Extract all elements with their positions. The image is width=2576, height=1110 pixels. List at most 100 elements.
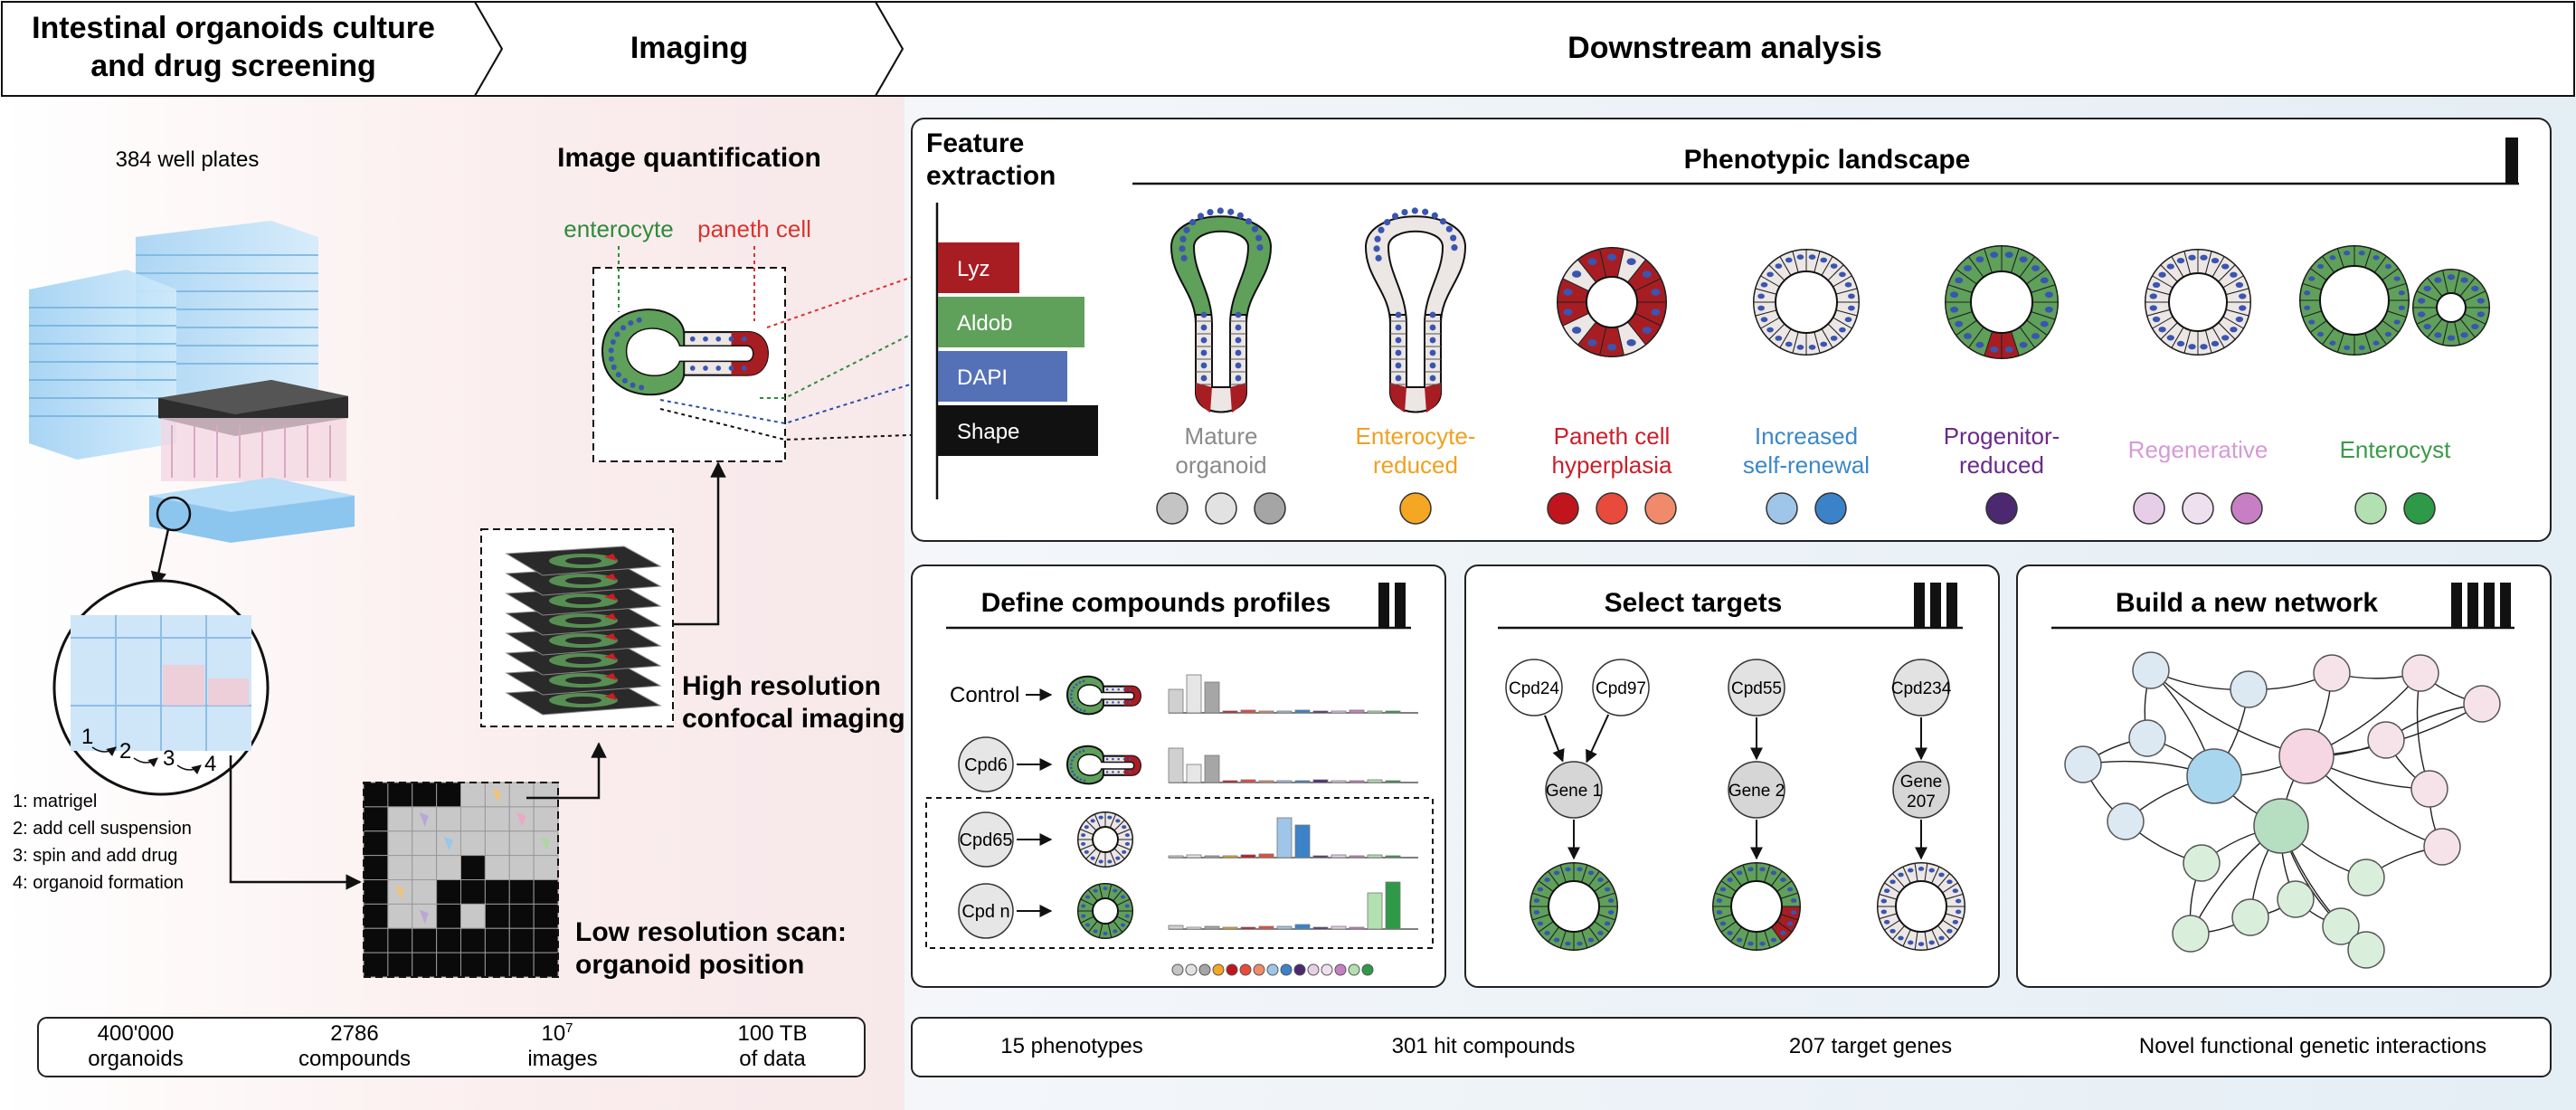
profile-legend-dot — [1361, 963, 1374, 976]
network-node — [2347, 859, 2385, 897]
scan-cell — [387, 952, 413, 978]
scan-cell — [508, 855, 535, 880]
step-title-downstream: Downstream analysis — [1567, 31, 1882, 65]
scan-cell — [363, 782, 389, 808]
feature-extraction-title-2: extraction — [926, 161, 1056, 191]
phenotype-label-line2: self-renewal — [1743, 451, 1870, 479]
network-node — [2322, 907, 2360, 945]
stat-organoids-label: organoids — [88, 1047, 183, 1071]
scan-cell — [484, 927, 510, 953]
phenotype-dot — [2230, 492, 2263, 525]
stat-data-label: of data — [739, 1047, 806, 1071]
scan-cell — [533, 806, 559, 832]
target-organoid-2 — [1712, 862, 1801, 951]
profile-bar — [1186, 926, 1202, 930]
profile-bar — [1204, 681, 1220, 714]
profile-bar — [1168, 925, 1184, 930]
scan-cell — [436, 806, 461, 832]
target-gene-label-2: 207 — [1907, 792, 1936, 811]
scan-cell — [412, 952, 438, 978]
profile-bar — [1367, 892, 1383, 930]
profile-bar — [1331, 925, 1347, 930]
profile-bar — [1222, 710, 1238, 714]
profile-bar — [1294, 924, 1311, 930]
target-organoid-3 — [1877, 862, 1965, 951]
profile-legend-dot — [1239, 963, 1252, 976]
profile-bar — [1240, 709, 1256, 714]
feature-bar-label: Lyz — [957, 257, 990, 281]
profile-bar — [1331, 710, 1347, 714]
profile-bar — [1349, 780, 1365, 783]
network-node — [2253, 798, 2309, 854]
scan-cell — [412, 927, 438, 953]
scan-cell — [508, 830, 535, 857]
network-node — [2347, 931, 2385, 969]
feature-bar-lyz — [938, 242, 1019, 293]
profile-bar — [1204, 855, 1220, 859]
organoid-enterocyst-large — [2299, 245, 2410, 356]
target-compound-label: Cpd97 — [1596, 679, 1646, 698]
scan-cell — [508, 782, 535, 808]
organoid-enterocyte-reduced — [1364, 207, 1467, 413]
quant-organoid — [592, 246, 786, 462]
profile-label: Cpd6 — [964, 755, 1008, 775]
phenotype-dot — [2133, 492, 2165, 525]
network-node — [2410, 770, 2448, 808]
profile-bar — [1276, 817, 1293, 859]
scan-cell — [533, 855, 559, 880]
network-node — [2463, 685, 2501, 723]
profile-compound-node — [958, 883, 1014, 939]
profile-bar — [1331, 854, 1347, 859]
target-compound-node — [1728, 659, 1785, 716]
profile-legend-dot — [1171, 963, 1184, 976]
profile-bar — [1258, 780, 1274, 783]
label-paneth-cell: paneth cell — [697, 215, 811, 242]
profile-bar — [1240, 779, 1256, 783]
step-number-3: 3 — [163, 746, 175, 771]
profile-legend-dot — [1266, 963, 1279, 976]
scan-organoid — [443, 836, 453, 851]
stat-hit-compounds: 301 hit compounds — [1392, 1034, 1576, 1058]
profile-bar — [1168, 855, 1184, 859]
scan-cell — [412, 830, 438, 857]
profile-label-control: Control — [950, 683, 1019, 707]
profile-legend-dots — [1171, 963, 1374, 976]
profile-bar — [1312, 779, 1329, 783]
scan-cell — [387, 806, 413, 832]
network-node — [2367, 721, 2405, 759]
profiles-title: Define compounds profiles — [981, 588, 1331, 618]
scan-cell — [387, 879, 413, 905]
scan-cell — [484, 952, 510, 978]
stat-images-label: images — [527, 1047, 597, 1071]
quant-organoid-shape — [601, 308, 769, 396]
target-gene-node — [1892, 761, 1950, 819]
phenotype-dot — [1644, 492, 1677, 525]
scan-cell — [363, 806, 389, 832]
network-title: Build a new network — [2116, 588, 2378, 618]
profile-bar — [1349, 709, 1365, 714]
organoid-regenerative — [2145, 249, 2251, 356]
scan-cell — [387, 927, 413, 953]
target-compound-label: Cpd55 — [1731, 679, 1782, 698]
profile-organoid-crypt — [1065, 675, 1141, 716]
step-number-2: 2 — [119, 739, 131, 764]
scan-cell — [436, 927, 461, 953]
phenotype-label-line1: Paneth cell — [1554, 422, 1671, 450]
header-steps: Intestinal organoids culture and drug sc… — [1, 0, 2575, 97]
scan-cell — [460, 855, 486, 880]
scan-cell — [484, 903, 510, 929]
profile-bar — [1331, 780, 1347, 783]
scan-organoid — [419, 909, 429, 925]
step-title-culture-2: and drug screening — [90, 49, 376, 83]
profile-legend-dot — [1307, 963, 1320, 976]
target-gene-label: Gene 2 — [1728, 782, 1785, 801]
plates-label: 384 well plates — [116, 147, 260, 172]
phenotype-label: Regenerative — [2128, 436, 2268, 463]
scan-cell — [363, 952, 389, 978]
scan-cell — [460, 903, 486, 929]
stat-compounds-label: compounds — [298, 1047, 411, 1071]
scan-cell — [460, 782, 486, 808]
scan-organoid — [516, 811, 526, 827]
profile-bar — [1312, 855, 1329, 859]
